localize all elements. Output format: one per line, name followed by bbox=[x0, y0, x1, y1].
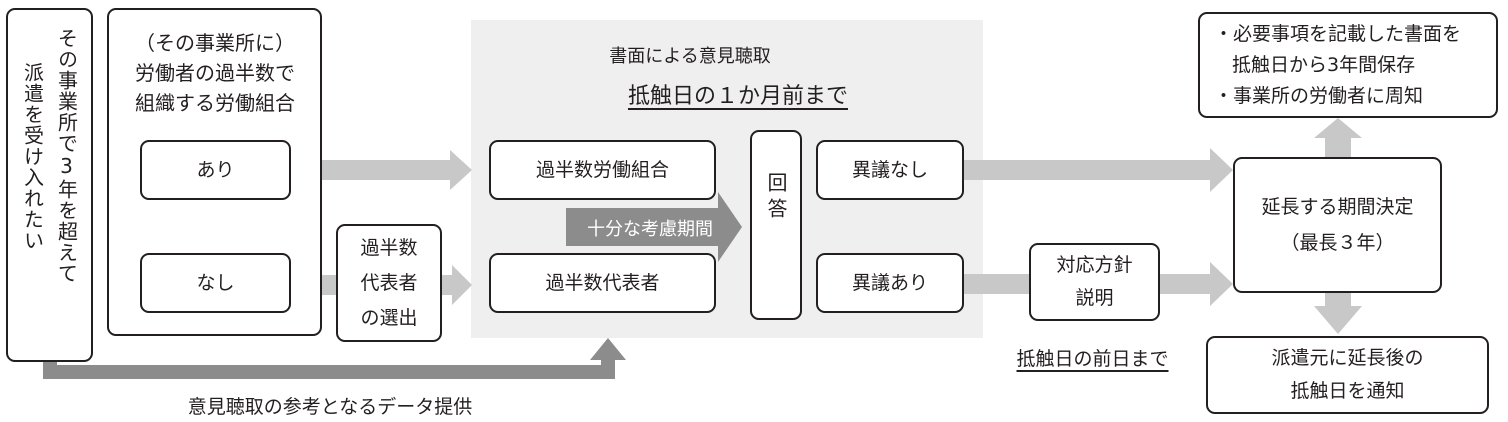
majority-union-box: 過半数労働組合 bbox=[489, 140, 716, 200]
objection-box: 異議あり bbox=[816, 253, 964, 313]
hearing-title: 書面による意見聴取 bbox=[609, 46, 771, 67]
previous-day-deadline: 抵触日の前日まで bbox=[1016, 348, 1169, 370]
policy-line: 対応方針 bbox=[1056, 254, 1133, 276]
arrow-yes-to-union bbox=[290, 150, 472, 190]
union-title-line: （その事業所に） bbox=[135, 31, 295, 55]
extension-decision-box: 延長する期間決定 （最長３年） bbox=[1233, 157, 1442, 293]
rep-selection-box: 過半数 代表者 の選出 bbox=[336, 224, 442, 342]
notify-line: 派遣元に延長後の bbox=[1271, 347, 1424, 369]
arrow-data-provision bbox=[43, 338, 626, 379]
data-provision-label: 意見聴取の参考となるデータ提供 bbox=[187, 396, 473, 418]
hearing-deadline: 抵触日の１か月前まで bbox=[627, 84, 848, 109]
no-objection-box: 異議なし bbox=[816, 140, 964, 200]
arrow-consideration-period bbox=[566, 192, 742, 262]
requirement-line: 抵触日から3年間保存 bbox=[1232, 53, 1416, 76]
arrow-decision-to-requirements bbox=[1314, 118, 1362, 157]
requirement-line: ・必要事項を記載した書面を bbox=[1214, 22, 1462, 45]
request-box: その事業所で3年を超えて 派遣を受け入れたい bbox=[6, 8, 93, 362]
request-text-line-2: 派遣を受け入れたい bbox=[20, 61, 45, 251]
union-yes-box: あり bbox=[140, 140, 291, 200]
union-no-box: なし bbox=[140, 253, 291, 313]
connector-objection-to-policy bbox=[964, 274, 1030, 294]
policy-line: 説明 bbox=[1075, 287, 1114, 309]
answer-box: 回答 bbox=[750, 130, 802, 320]
notify-line: 抵触日を通知 bbox=[1290, 380, 1405, 402]
decision-line: （最長３年） bbox=[1280, 232, 1395, 254]
rep-selection-line: 過半数 bbox=[360, 236, 418, 259]
arrow-decision-to-notify bbox=[1314, 293, 1362, 334]
arrow-policy-to-decision bbox=[1160, 262, 1233, 306]
arrow-no-objection-to-decision bbox=[964, 148, 1233, 192]
answer-text: 回答 bbox=[764, 172, 788, 224]
rep-selection-line: の選出 bbox=[360, 306, 418, 329]
union-box-title: （その事業所に） 労働者の過半数で 組織する労働組合 bbox=[110, 28, 320, 118]
arrow-select-to-rep bbox=[442, 265, 472, 305]
requirement-line: ・事業所の労働者に周知 bbox=[1214, 84, 1424, 107]
policy-explanation-box: 対応方針 説明 bbox=[1029, 243, 1160, 321]
consideration-period-label: 十分な考慮期間 bbox=[587, 219, 713, 240]
union-title-line: 労働者の過半数で bbox=[135, 61, 295, 85]
notify-box: 派遣元に延長後の 抵触日を通知 bbox=[1206, 336, 1489, 414]
requirements-box: ・必要事項を記載した書面を 抵触日から3年間保存 ・事業所の労働者に周知 bbox=[1198, 12, 1498, 118]
union-title-line: 組織する労働組合 bbox=[135, 91, 295, 115]
decision-line: 延長する期間決定 bbox=[1261, 196, 1414, 218]
rep-selection-line: 代表者 bbox=[360, 271, 418, 294]
majority-rep-box: 過半数代表者 bbox=[489, 253, 716, 313]
request-text-line-1: その事業所で3年を超えて bbox=[54, 28, 79, 284]
